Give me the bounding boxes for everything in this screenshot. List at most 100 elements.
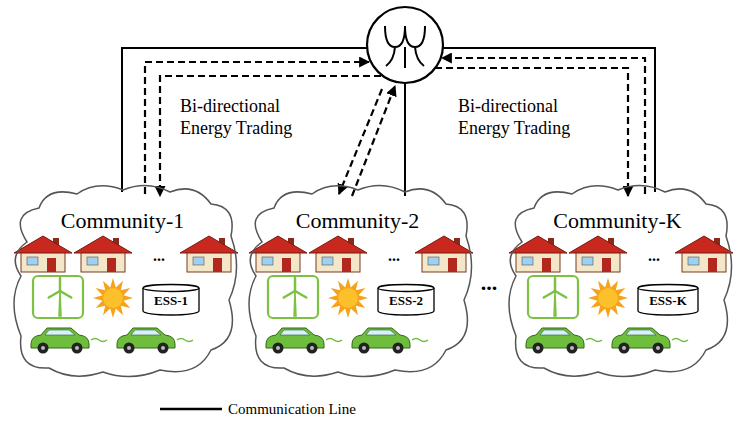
car-hub [75, 346, 79, 350]
house-wall [256, 252, 300, 272]
turbine-blade [59, 278, 62, 291]
car-window [280, 330, 310, 335]
wind-turbine-icon [528, 276, 578, 318]
car-window [131, 330, 161, 335]
ev-car-icon [352, 328, 428, 354]
car-hub [310, 346, 314, 350]
community-cloud: ESS-1 Community-1 [5, 180, 240, 380]
grid-circle [367, 7, 443, 83]
car-hub [276, 346, 280, 350]
house-roof [180, 236, 238, 253]
charging-cable [326, 339, 342, 342]
ev-car-icon [266, 328, 342, 354]
energy-trading-arrows [145, 58, 645, 196]
turbine-tower [554, 291, 556, 316]
car-hub [161, 346, 165, 350]
car-hub [127, 346, 131, 350]
house-icon [74, 236, 132, 272]
house-door [213, 258, 222, 272]
ess-cylinder: ESS-2 [377, 284, 435, 315]
car-hub [536, 346, 540, 350]
community-cloud: ESS-2Community-2 [240, 180, 475, 380]
sun-disc [103, 288, 123, 308]
grid-symbol [367, 7, 443, 83]
communication-line [122, 48, 367, 192]
community-illustrations [14, 236, 733, 354]
house-icon [415, 236, 473, 272]
community-scene [14, 236, 238, 354]
house-roof [675, 236, 733, 253]
charging-cable [586, 339, 602, 342]
sun-disc [338, 288, 358, 308]
trading-label: Bi-directional Energy Trading [458, 96, 608, 139]
trading-arrow [145, 62, 369, 194]
sun-rays [328, 278, 368, 318]
car-hub [570, 346, 574, 350]
trading-arrow [339, 89, 382, 194]
turbine-tower [294, 291, 296, 316]
house-wall [682, 252, 726, 272]
car-wheel [619, 343, 630, 354]
house-icon [509, 236, 567, 272]
car-window [626, 330, 656, 335]
storage-label: ESS-2 [377, 284, 435, 307]
ev-car-icon [117, 328, 193, 354]
car-window [540, 330, 570, 335]
car-wheel [359, 343, 370, 354]
ev-car-icon [31, 328, 107, 354]
communication-line [404, 83, 406, 196]
ess-cylinder: ESS-K [637, 284, 699, 315]
community-name: Community-1 [5, 210, 240, 232]
trading-label: Bi-directional Energy Trading [180, 96, 330, 139]
car-window [45, 330, 75, 335]
ellipsis-mark: ... [640, 246, 668, 265]
turbine-blade [295, 291, 306, 298]
ess-cylinder: ESS-1 [142, 284, 200, 315]
wind-turbine-icon [268, 276, 318, 318]
house-window [262, 257, 273, 265]
turbine-blade [555, 291, 566, 298]
sun-rays [93, 278, 133, 318]
house-window [688, 257, 699, 265]
house-door [448, 258, 457, 272]
trading-arrow [435, 68, 628, 196]
house-wall [516, 252, 560, 272]
turbine-frame [528, 276, 578, 318]
charging-cable [412, 339, 428, 342]
car-hub [362, 346, 366, 350]
house-roof [309, 236, 367, 253]
trading-arrow [442, 58, 645, 194]
charging-cable [91, 339, 107, 342]
car-wheel [653, 343, 664, 354]
car-window [366, 330, 396, 335]
ellipsis-mark: ... [477, 270, 501, 296]
house-door [542, 258, 551, 272]
car-wheel [567, 343, 578, 354]
community-cloud: ESS-KCommunity-K [500, 180, 735, 380]
sun-icon [93, 278, 133, 318]
legend-text: Communication Line [228, 400, 356, 418]
house-window [27, 257, 38, 265]
communication-lines [122, 48, 655, 196]
car-hub [41, 346, 45, 350]
car-hub [656, 346, 660, 350]
ellipsis-mark: ... [380, 246, 408, 265]
house-icon [14, 236, 72, 272]
house-window [322, 257, 333, 265]
turbine-blade [49, 291, 60, 298]
ev-car-icon [612, 328, 688, 354]
house-icon [675, 236, 733, 272]
turbine-frame [268, 276, 318, 318]
charging-cable [672, 339, 688, 342]
house-door [708, 258, 717, 272]
house-window [582, 257, 593, 265]
wind-turbine-icon [33, 276, 83, 318]
sun-disc [598, 288, 618, 308]
trading-arrow [352, 86, 395, 196]
sun-icon [328, 278, 368, 318]
house-icon [569, 236, 627, 272]
trading-arrow [160, 76, 381, 196]
house-wall [422, 252, 466, 272]
turbine-blade [60, 291, 71, 298]
